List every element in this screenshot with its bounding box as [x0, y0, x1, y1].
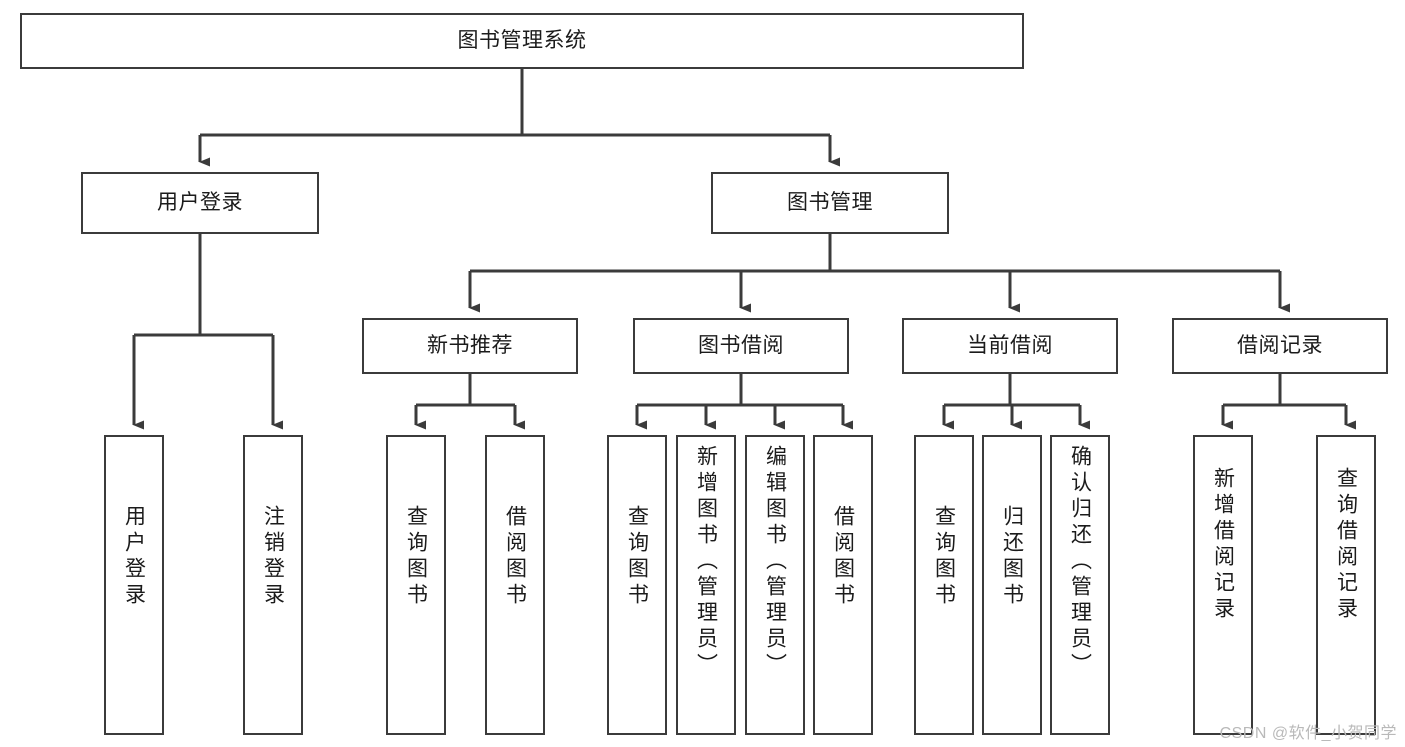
- node-root-label: 图书管理系统: [457, 28, 587, 52]
- node-leaf-confirm-return-label: 确认归还（管理员）: [1068, 445, 1092, 679]
- node-leaf-query-book-2-label: 查询图书: [625, 505, 649, 609]
- node-leaf-logout[interactable]: 注销登录: [243, 435, 303, 735]
- node-leaf-confirm-return[interactable]: 确认归还（管理员）: [1050, 435, 1110, 735]
- node-book-management[interactable]: 图书管理: [711, 172, 949, 234]
- node-leaf-add-record-label: 新增借阅记录: [1211, 467, 1235, 623]
- node-borrow-record-label: 借阅记录: [1237, 333, 1323, 357]
- node-current-borrow-label: 当前借阅: [967, 333, 1053, 357]
- node-leaf-return-book-label: 归还图书: [1000, 505, 1024, 609]
- node-leaf-return-book[interactable]: 归还图书: [982, 435, 1042, 735]
- node-book-borrow[interactable]: 图书借阅: [633, 318, 849, 374]
- node-leaf-borrow-book-1-label: 借阅图书: [503, 505, 527, 609]
- node-leaf-add-book[interactable]: 新增图书（管理员）: [676, 435, 736, 735]
- node-leaf-add-record[interactable]: 新增借阅记录: [1193, 435, 1253, 735]
- node-leaf-logout-label: 注销登录: [261, 505, 285, 609]
- node-root[interactable]: 图书管理系统: [20, 13, 1024, 69]
- node-leaf-query-record-label: 查询借阅记录: [1334, 467, 1358, 623]
- node-book-management-label: 图书管理: [787, 190, 873, 214]
- watermark-text: CSDN @软件_小贺同学: [1219, 725, 1397, 742]
- node-user-login[interactable]: 用户登录: [81, 172, 319, 234]
- node-current-borrow[interactable]: 当前借阅: [902, 318, 1118, 374]
- node-book-borrow-label: 图书借阅: [698, 333, 784, 357]
- node-leaf-user-login-label: 用户登录: [122, 505, 146, 609]
- node-leaf-query-book-2[interactable]: 查询图书: [607, 435, 667, 735]
- node-new-book-recommend[interactable]: 新书推荐: [362, 318, 578, 374]
- node-leaf-query-book-3-label: 查询图书: [932, 505, 956, 609]
- node-new-book-recommend-label: 新书推荐: [427, 333, 513, 357]
- node-leaf-user-login[interactable]: 用户登录: [104, 435, 164, 735]
- node-borrow-record[interactable]: 借阅记录: [1172, 318, 1388, 374]
- node-leaf-borrow-book-2-label: 借阅图书: [831, 505, 855, 609]
- node-user-login-label: 用户登录: [157, 190, 243, 214]
- node-leaf-borrow-book-2[interactable]: 借阅图书: [813, 435, 873, 735]
- node-leaf-query-record[interactable]: 查询借阅记录: [1316, 435, 1376, 735]
- node-leaf-add-book-label: 新增图书（管理员）: [694, 445, 718, 679]
- node-leaf-edit-book[interactable]: 编辑图书（管理员）: [745, 435, 805, 735]
- node-leaf-query-book-1-label: 查询图书: [404, 505, 428, 609]
- node-leaf-query-book-3[interactable]: 查询图书: [914, 435, 974, 735]
- node-leaf-edit-book-label: 编辑图书（管理员）: [763, 445, 787, 679]
- node-leaf-borrow-book-1[interactable]: 借阅图书: [485, 435, 545, 735]
- node-leaf-query-book-1[interactable]: 查询图书: [386, 435, 446, 735]
